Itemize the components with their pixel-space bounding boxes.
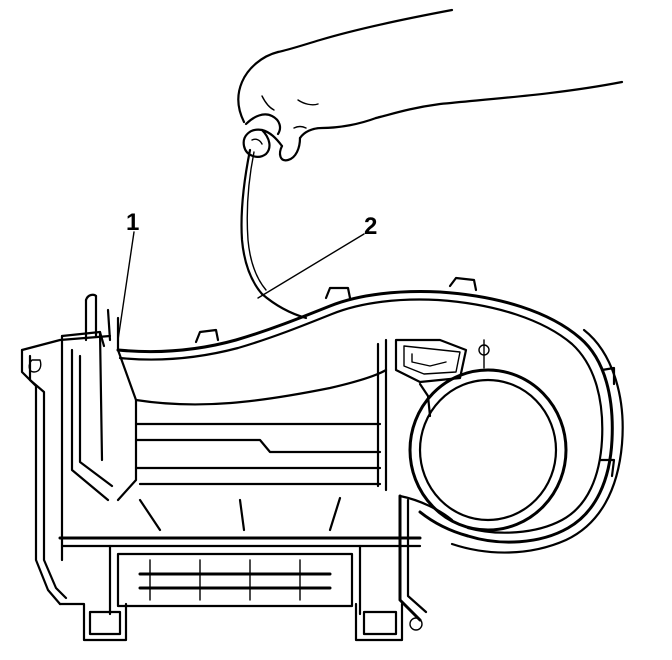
callout-1-label: 1 — [126, 209, 139, 236]
hand-illustration — [237, 8, 624, 162]
hvac-case-body — [20, 276, 624, 642]
callout-2-leader — [257, 233, 365, 299]
foam-seal-strip — [240, 148, 308, 320]
callout-2-label: 2 — [364, 213, 377, 240]
callout-1-leader — [117, 231, 135, 341]
